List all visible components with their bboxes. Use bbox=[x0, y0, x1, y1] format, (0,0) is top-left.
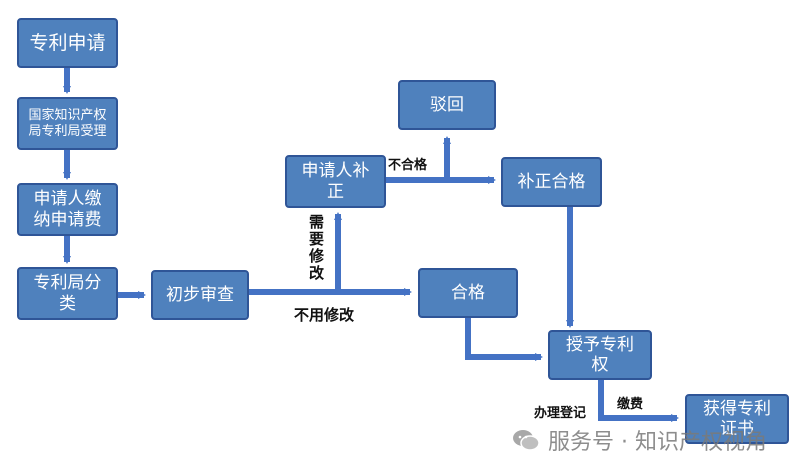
node-accept: 国家知识产权局专利局受理 bbox=[17, 97, 118, 150]
wechat-icon bbox=[513, 430, 540, 451]
node-supplement: 申请人补正 bbox=[285, 155, 386, 208]
node-classify: 专利局分类 bbox=[17, 267, 118, 320]
label-fail: 不合格 bbox=[388, 158, 428, 173]
node-fee: 申请人缴纳申请费 bbox=[17, 183, 118, 236]
watermark: 服务号 · 知识产权视角 bbox=[512, 424, 767, 456]
node-reject: 驳回 bbox=[398, 80, 496, 130]
label-pay: 缴费 bbox=[617, 397, 644, 412]
node-prelim: 初步审查 bbox=[151, 270, 249, 320]
label-need-modify: 需要修改 bbox=[309, 213, 325, 282]
watermark-text: 服务号 · 知识产权视角 bbox=[548, 430, 767, 455]
node-supp-ok: 补正合格 bbox=[501, 157, 602, 207]
node-grant: 授予专利权 bbox=[548, 330, 652, 380]
node-cert: 获得专利证书 bbox=[685, 394, 789, 444]
arrow-grant-cert bbox=[598, 380, 679, 422]
arrow-pass-grant bbox=[465, 318, 543, 361]
node-apply: 专利申请 bbox=[17, 18, 118, 68]
node-pass: 合格 bbox=[418, 268, 518, 318]
label-register: 办理登记 bbox=[534, 406, 587, 421]
label-no-modify: 不用修改 bbox=[294, 306, 355, 324]
